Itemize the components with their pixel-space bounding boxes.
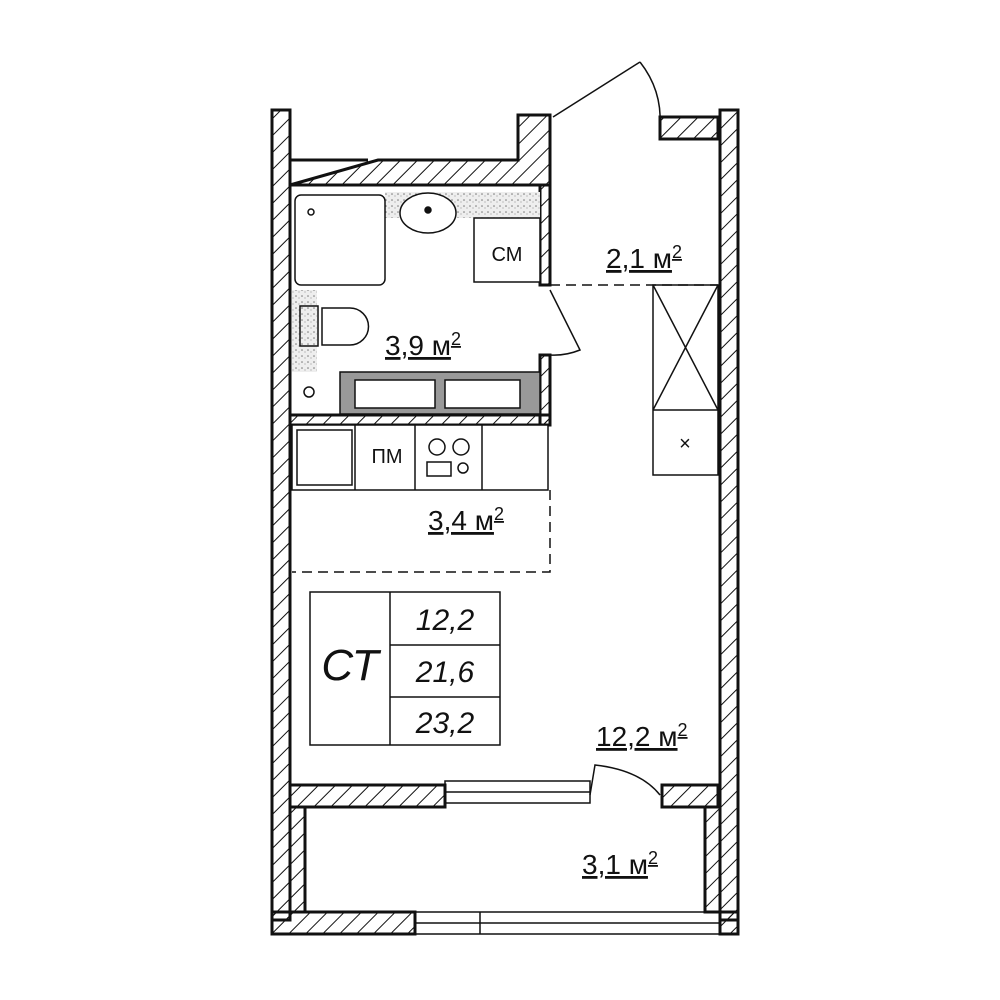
washing-machine-label: СМ	[492, 244, 523, 266]
shower-icon	[294, 194, 386, 286]
apartment-type: СТ	[321, 641, 381, 690]
windows	[414, 780, 721, 935]
kitchen-area: 3,4 м2	[428, 504, 504, 536]
doors	[549, 61, 661, 796]
drain-icon	[303, 386, 315, 398]
kitchen	[291, 424, 551, 573]
living-area-value: 12,2	[416, 604, 475, 637]
bathroom	[292, 192, 541, 415]
total-with-balcony-value: 23,2	[415, 707, 475, 740]
hall-area: 2,1 м2	[606, 242, 682, 274]
walls	[270, 108, 740, 936]
toilet-icon	[321, 307, 370, 346]
dishwasher-label: ПМ	[371, 446, 402, 468]
balcony-area: 3,1 м2	[582, 848, 658, 880]
bathroom-area: 3,9 м2	[385, 329, 461, 361]
wardrobe-mark: ×	[679, 433, 691, 455]
washing-machine-icon	[473, 217, 541, 283]
wardrobe	[550, 284, 719, 476]
stove-icon	[426, 438, 470, 477]
kitchen-sink-icon	[296, 429, 353, 486]
summary-table: СТ 12,2 21,6 23,2	[309, 591, 501, 746]
living-area: 12,2 м2	[596, 720, 688, 752]
total-area-value: 21,6	[415, 656, 475, 689]
area-labels: 3,9 м2 2,1 м2 3,4 м2 12,2 м2 3,1 м2	[385, 242, 688, 880]
